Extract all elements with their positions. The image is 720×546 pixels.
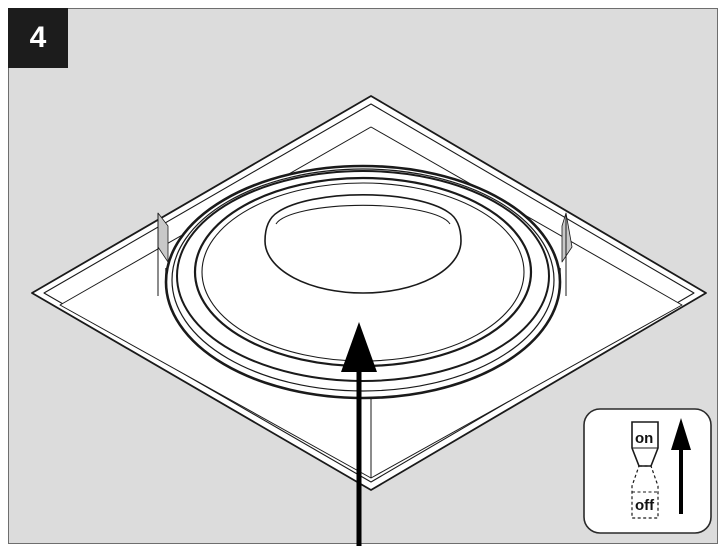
push-up-arrow-icon <box>341 322 377 546</box>
lens-cup <box>264 194 462 294</box>
push-up-arrow-head <box>341 322 377 372</box>
switch-on-label: on <box>635 430 653 447</box>
switch-off-label: off <box>635 497 655 514</box>
downlight-module <box>164 164 562 400</box>
cavity-wall-right <box>561 212 573 263</box>
lens-cup-rim <box>275 204 451 225</box>
step-number-badge: 4 <box>8 8 68 68</box>
rocker-switch-icon <box>631 421 659 519</box>
arrow-up-icon <box>671 418 691 514</box>
ring-rim-groove <box>171 168 555 392</box>
switch-inset-panel: on off <box>583 408 712 534</box>
switch-arrow-head <box>671 418 691 450</box>
switch-off-body <box>631 465 659 519</box>
